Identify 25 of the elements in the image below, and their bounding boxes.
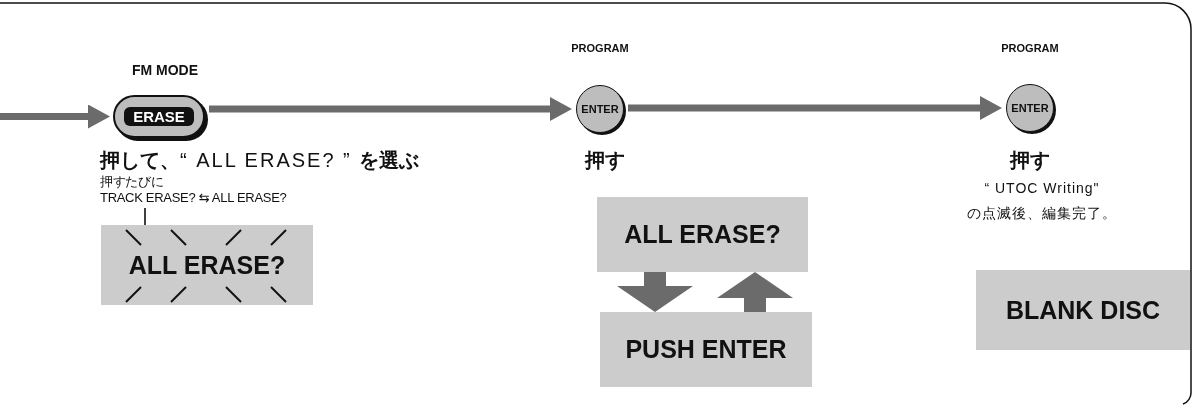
erase-button	[113, 95, 205, 138]
display-screen	[597, 197, 808, 272]
arrow	[0, 104, 110, 129]
display-screen	[101, 225, 313, 305]
display-screen	[976, 270, 1190, 350]
key-name: PROGRAM	[570, 42, 630, 54]
leader-line	[144, 207, 146, 226]
step-instruction: 押す	[1008, 148, 1051, 173]
enter-button: ENTER	[1006, 84, 1054, 132]
display-text: PUSH ENTER	[625, 335, 787, 364]
key-name: PROGRAM	[1000, 42, 1060, 54]
display-text: BLANK DISC	[1005, 295, 1161, 325]
enter-button: ENTER	[576, 85, 624, 133]
display-text: ALL ERASE?	[624, 220, 781, 249]
step-instruction: 押す	[585, 148, 626, 173]
arrow	[617, 272, 693, 312]
display-screen	[600, 312, 812, 387]
display-text: ALL ERASE?	[128, 250, 286, 280]
step-instruction: 押して、“ ALL ERASE? ” を選ぶ	[100, 148, 421, 173]
key-name: FM MODE	[130, 62, 200, 78]
arrow	[717, 272, 793, 312]
note-text: TRACK ERASE? ⇆ ALL ERASE?	[100, 190, 288, 206]
note-text: 押すたびに	[100, 174, 165, 190]
step-description: “ UTOC Writing" の点滅後、編集完了。	[966, 179, 1118, 223]
button-label: ERASE	[124, 107, 194, 126]
